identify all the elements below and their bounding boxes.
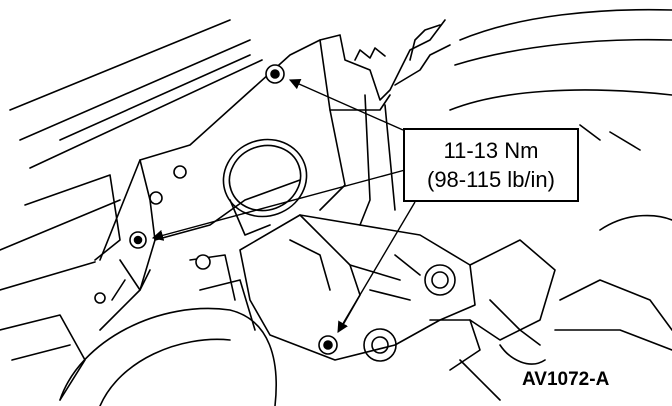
fasteners [94,64,338,355]
leader-arrows [151,78,416,333]
torque-callout: 11-13 Nm (98-115 lb/in) [403,128,579,202]
structure-linework [0,8,672,406]
arrow-lower-bolt [337,201,416,333]
torque-lbin-label: (98-115 lb/in) [427,167,555,192]
torque-nm-label: 11-13 Nm [443,138,539,163]
arrow-upper-bolt [288,78,404,131]
figure-id: AV1072-A [521,369,611,391]
arrow-left-bolt [151,169,406,241]
